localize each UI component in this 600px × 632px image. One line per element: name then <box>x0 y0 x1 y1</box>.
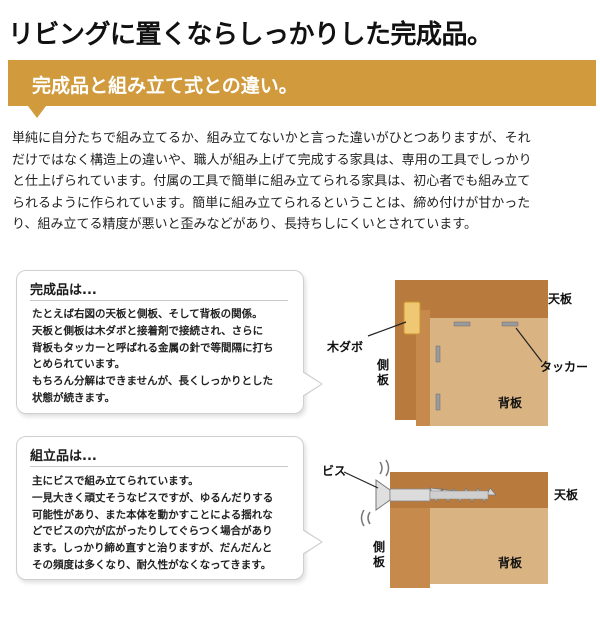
finished-text-line: もちろん分解はできませんが、長くしっかりとした <box>32 375 273 388</box>
side-board-label-char: 板 <box>376 373 389 387</box>
assembly-product-title: 組立品は... <box>30 449 97 464</box>
side-board-shape <box>416 310 430 426</box>
dowel-leader-line <box>367 321 407 337</box>
back-board-label: 背板 <box>498 396 523 410</box>
staple-mark <box>501 321 519 327</box>
assembly-product-callout: 組立品は... 主にビスで組み立てられています。 一見大きく頑丈そうなビスですが… <box>16 436 323 580</box>
callout-pointer-fill <box>302 530 321 554</box>
screw-core-shape <box>429 490 489 500</box>
staple-mark <box>435 393 441 411</box>
finished-product-title: 完成品は... <box>30 283 97 298</box>
top-board-label: 天板 <box>554 488 579 502</box>
staple-mark <box>435 345 441 363</box>
finished-text-line: とめられています。 <box>32 358 126 371</box>
finished-text-line: たとえば右図の天板と側板、そして背板の関係。 <box>32 308 263 320</box>
finished-text-line: 天板と側板は木ダボと接着剤で接続され、さらに <box>32 324 264 337</box>
side-board-label-char: 側 <box>376 358 389 372</box>
side-board-label-char: 側 <box>372 540 385 554</box>
banner-title: 完成品と組み立て式との違い。 <box>32 75 298 97</box>
callout-divider <box>30 466 288 467</box>
intro-line: 単純に自分たちで組み立てるか、組み立てないかと言った違いがひとつありますが、それ <box>12 131 531 146</box>
assembly-text-line: その頻度は多くなり、耐久性がなくなってきます。 <box>32 558 272 571</box>
callout-divider <box>30 300 288 301</box>
banner-notch <box>28 106 46 118</box>
tacker-label: タッカー <box>540 360 589 374</box>
side-board-label: 側 板 <box>372 540 386 570</box>
assembly-text-line: 主にビスで組み立てられています。 <box>32 475 199 487</box>
intro-line: り、組み立てる精度が悪いと歪みなどがあり、長持ちしにくいとされています。 <box>12 217 478 232</box>
finished-product-text: たとえば右図の天板と側板、そして背板の関係。 天板と側板は木ダボと接着剤で接続さ… <box>32 306 274 407</box>
assembly-text-line: 可能性があり、また本体を動かすことによる揺れな <box>32 508 273 521</box>
vibration-mark <box>379 461 383 475</box>
page-title: リビングに置くならしっかりした完成品。 <box>8 20 493 50</box>
finished-text-line: 状態が続きます。 <box>32 391 115 404</box>
vibration-mark <box>367 511 371 525</box>
vibration-mark <box>360 509 365 527</box>
tacker-leader-line <box>515 327 543 363</box>
back-board-shape <box>430 508 548 584</box>
finished-joint-diagram <box>367 280 548 426</box>
back-board-shape <box>430 318 548 426</box>
vibration-mark <box>385 459 390 477</box>
screw-label: ビス <box>322 464 347 478</box>
assembly-text-line: どでビスの穴が広がったりしてぐらつく場合があり <box>32 525 273 538</box>
finished-product-callout: 完成品は... たとえば右図の天板と側板、そして背板の関係。 天板と側板は木ダボ… <box>16 270 323 414</box>
assembly-joint-diagram <box>343 459 548 588</box>
assembly-product-text: 主にビスで組み立てられています。 一見大きく頑丈そうなビスですが、ゆるんだりする… <box>32 473 273 574</box>
top-board-shape <box>395 280 548 420</box>
dowel-label: 木ダボ <box>327 340 364 354</box>
side-board-label: 側 板 <box>376 358 390 388</box>
intro-paragraph: 単純に自分たちで組み立てるか、組み立てないかと言った違いがひとつありますが、それ… <box>12 128 592 236</box>
assembly-text-line: 一見大きく頑丈そうなビスですが、ゆるんだりする <box>32 491 274 504</box>
section-banner: 完成品と組み立て式との違い。 <box>8 60 596 106</box>
dowel-shape <box>403 301 421 335</box>
intro-line: られるように作られています。簡単に組み立てられるということは、締め付けが甘かった <box>12 195 531 211</box>
callout-pointer-fill <box>302 372 321 396</box>
top-board-label: 天板 <box>548 292 573 306</box>
staple-mark <box>453 321 471 327</box>
screw-shank-shape <box>389 488 431 502</box>
intro-line: だけではなく構造上の違いや、職人が組み上げて完成する家具は、専用の工具でしっかり <box>12 152 532 168</box>
screw-head-shape <box>375 479 391 511</box>
finished-text-line: 背板もタッカーと呼ばれる金属の針で等間隔に打ち <box>32 341 274 354</box>
side-board-shape <box>390 508 430 588</box>
side-board-label-char: 板 <box>372 555 385 569</box>
back-board-label: 背板 <box>498 556 523 570</box>
intro-line: と仕上げられています。付属の工具で簡単に組み立てられる家具は、初心者でも組み立て <box>12 174 531 189</box>
assembly-text-line: ます。しっかり締め直すと治りますが、だんだんと <box>32 542 273 555</box>
screw-leader-line <box>343 471 379 489</box>
